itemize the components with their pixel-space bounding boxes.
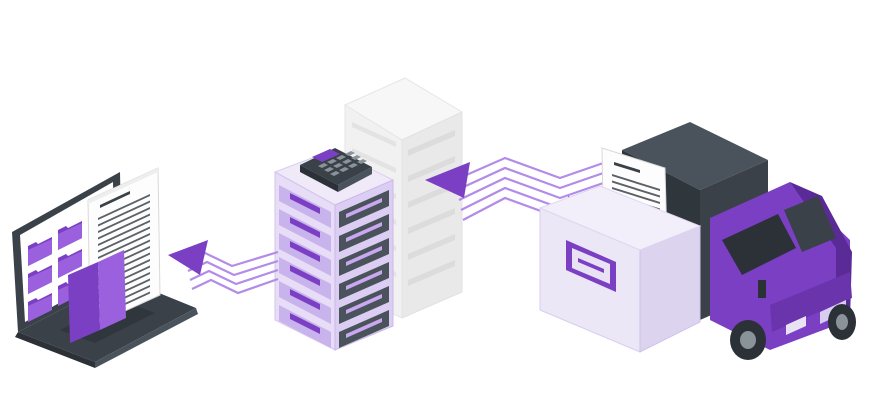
server-slot	[408, 234, 455, 260]
folder-icon	[58, 223, 82, 250]
keypad-key	[351, 155, 361, 160]
server-unit-light	[346, 198, 382, 218]
server-unit-light	[290, 193, 320, 214]
server-unit-light	[290, 313, 320, 334]
keypad-key	[357, 159, 367, 164]
keypad-key	[324, 167, 334, 172]
server-unit-light	[346, 294, 382, 314]
doc-text-line	[98, 220, 150, 246]
keypad-key	[330, 171, 340, 176]
doc-text-line	[98, 194, 150, 220]
folder-icon	[28, 295, 52, 322]
file-cabinet-drawer-icon	[538, 185, 702, 353]
delivery-truck-icon	[622, 122, 856, 360]
doc-text-line	[612, 180, 660, 198]
keypad-key	[327, 159, 337, 164]
folder-icon	[28, 267, 52, 294]
keypad-key	[336, 155, 346, 160]
server-unit-light	[346, 246, 382, 266]
server-unit-light	[346, 270, 382, 290]
keypad-key	[342, 159, 352, 164]
server-slot	[408, 208, 455, 234]
server-front	[273, 149, 395, 351]
server-unit-light	[346, 222, 382, 242]
doc-heading-line	[100, 191, 130, 208]
server-unit-light	[290, 289, 320, 310]
arrow-right-head	[425, 162, 470, 198]
keypad-key	[339, 167, 349, 172]
doc-text-line	[98, 233, 150, 259]
server-slot	[352, 122, 396, 147]
folder-icon	[28, 239, 52, 266]
doc-text-line	[98, 213, 150, 240]
doc-text-line	[98, 226, 150, 253]
keypad-key	[318, 163, 328, 168]
server-unit-light	[290, 241, 320, 262]
doc-text-line	[612, 187, 660, 204]
server-slot	[408, 182, 455, 208]
server-unit-light	[290, 217, 320, 238]
arrow-left-head	[168, 240, 208, 275]
truck-wheel	[730, 320, 766, 360]
keypad-key	[333, 163, 343, 168]
keypad-key	[345, 151, 355, 156]
server-slot	[352, 148, 396, 173]
server-unit-light	[290, 265, 320, 286]
doc-text-line	[98, 200, 150, 227]
server-slot	[408, 156, 455, 182]
server-slot	[408, 130, 455, 156]
server-unit-light	[346, 318, 382, 338]
document-icon	[68, 167, 161, 343]
folder-icon	[58, 251, 82, 278]
keypad-icon	[300, 148, 372, 192]
truck-wheel	[828, 304, 856, 340]
doc-text-line	[612, 174, 660, 191]
keypad-key	[348, 163, 358, 168]
server-slot	[408, 260, 455, 286]
doc-heading-line	[614, 162, 640, 173]
doc-text-line	[98, 207, 150, 233]
